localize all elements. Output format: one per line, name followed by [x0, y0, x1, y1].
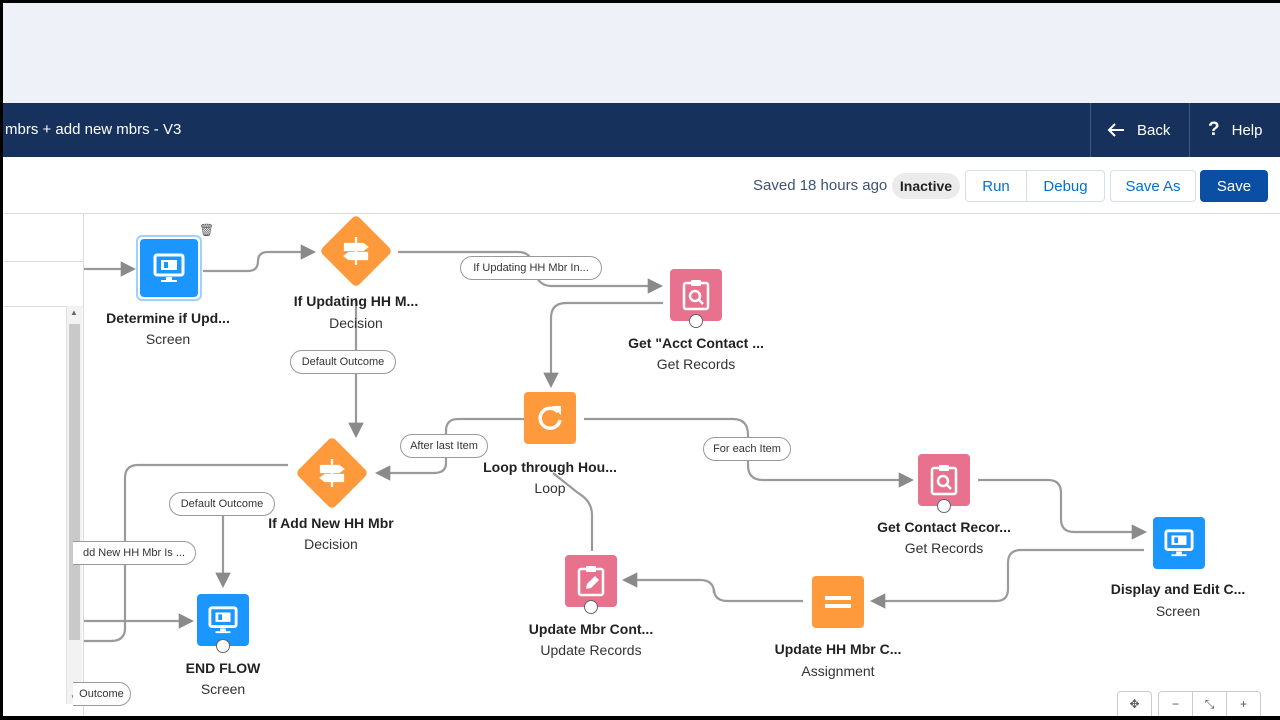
connector-handle[interactable]	[584, 600, 598, 614]
expand-icon[interactable]: ⤡	[1192, 691, 1227, 716]
debug-button[interactable]: Debug	[1026, 170, 1105, 202]
back-arrow-icon	[1107, 123, 1124, 137]
app-frame: mbrs + add new mbrs - V3 Back ? Help Sav…	[3, 3, 1280, 716]
connector-label-default-outcome[interactable]: Default Outcome	[169, 492, 275, 516]
trash-icon[interactable]: 🗑	[199, 223, 215, 237]
save-as-button[interactable]: Save As	[1110, 170, 1196, 202]
node-type: Get Records	[904, 540, 984, 556]
node-type: Decision	[304, 536, 358, 552]
connector-label-default-outcome[interactable]: Default Outcome	[290, 350, 396, 374]
zoom-in-icon[interactable]: +	[1226, 691, 1261, 716]
screen-icon	[140, 239, 198, 297]
update-records-icon	[565, 555, 617, 607]
toolbar: Saved 18 hours ago Inactive Run Debug Sa…	[3, 157, 1280, 214]
node-type: Decision	[329, 315, 383, 331]
node-type: Screen	[145, 331, 191, 347]
help-icon: ?	[1208, 119, 1220, 140]
save-button[interactable]: Save	[1200, 170, 1268, 202]
connector-update-to-loop	[552, 472, 594, 551]
scroll-up-icon[interactable]: ▲	[70, 308, 78, 317]
connector-handle[interactable]	[216, 639, 230, 653]
node-type: Update Records	[540, 642, 642, 658]
screen-icon	[197, 594, 249, 646]
connector-label-after-last[interactable]: After last Item	[400, 434, 488, 458]
node-label: If Updating HH M...	[293, 293, 419, 309]
flow-builder-header: mbrs + add new mbrs - V3 Back ? Help	[3, 103, 1280, 157]
node-label: END FLOW	[185, 660, 261, 676]
node-label: Get Contact Recor...	[877, 519, 1011, 535]
back-button[interactable]: Back	[1090, 103, 1190, 157]
assignment-icon	[812, 576, 864, 628]
node-label: Get "Acct Contact ...	[628, 335, 764, 351]
connector-determine-to-decision	[203, 244, 317, 273]
screen-icon	[1153, 517, 1205, 569]
connector-label-add-new[interactable]: dd New HH Mbr Is ...	[73, 541, 196, 565]
scroll-thumb[interactable]	[69, 324, 80, 640]
connector-get-contact-to-display	[978, 478, 1148, 540]
connector-handle[interactable]	[937, 499, 951, 513]
saved-status: Saved 18 hours ago	[753, 177, 888, 194]
connector-label-if-updating[interactable]: If Updating HH Mbr In...	[460, 256, 602, 280]
node-label: Determine if Upd...	[106, 310, 230, 326]
connector-get-acct-to-loop	[543, 301, 663, 389]
browser-blank-area	[3, 3, 1280, 103]
node-type: Get Records	[656, 356, 736, 372]
get-records-icon	[918, 454, 970, 506]
node-label: Loop through Hou...	[483, 459, 617, 475]
toolbox-panel: ▲ ▼	[3, 214, 84, 716]
connector-display-to-assignment	[869, 548, 1144, 609]
back-label: Back	[1137, 121, 1171, 139]
connector-label-for-each[interactable]: For each Item	[703, 437, 791, 461]
fit-view-icon[interactable]: ✥	[1117, 691, 1152, 716]
status-badge: Inactive	[892, 173, 960, 199]
flow-title: mbrs + add new mbrs - V3	[5, 121, 182, 138]
node-type: Screen	[200, 681, 246, 697]
toolbox-scrollbar[interactable]: ▲ ▼	[66, 306, 82, 704]
node-type: Screen	[1155, 603, 1201, 619]
node-label: Update HH Mbr C...	[774, 641, 902, 657]
node-type: Assignment	[801, 663, 875, 679]
help-label: Help	[1231, 121, 1263, 139]
toolbox-divider	[3, 306, 83, 307]
get-records-icon	[670, 269, 722, 321]
help-button[interactable]: ? Help	[1189, 103, 1280, 157]
node-label: Update Mbr Cont...	[528, 621, 654, 637]
connector-label-outcome[interactable]: Outcome	[73, 682, 131, 706]
node-type: Loop	[534, 480, 566, 496]
connector-assignment-to-update	[621, 572, 803, 603]
zoom-out-icon[interactable]: −	[1158, 691, 1193, 716]
loop-icon	[524, 392, 576, 444]
node-label: Display and Edit C...	[1110, 581, 1246, 597]
connector-handle[interactable]	[689, 314, 703, 328]
run-button[interactable]: Run	[965, 170, 1027, 202]
node-label: If Add New HH Mbr	[268, 515, 394, 531]
toolbox-divider	[3, 261, 83, 262]
